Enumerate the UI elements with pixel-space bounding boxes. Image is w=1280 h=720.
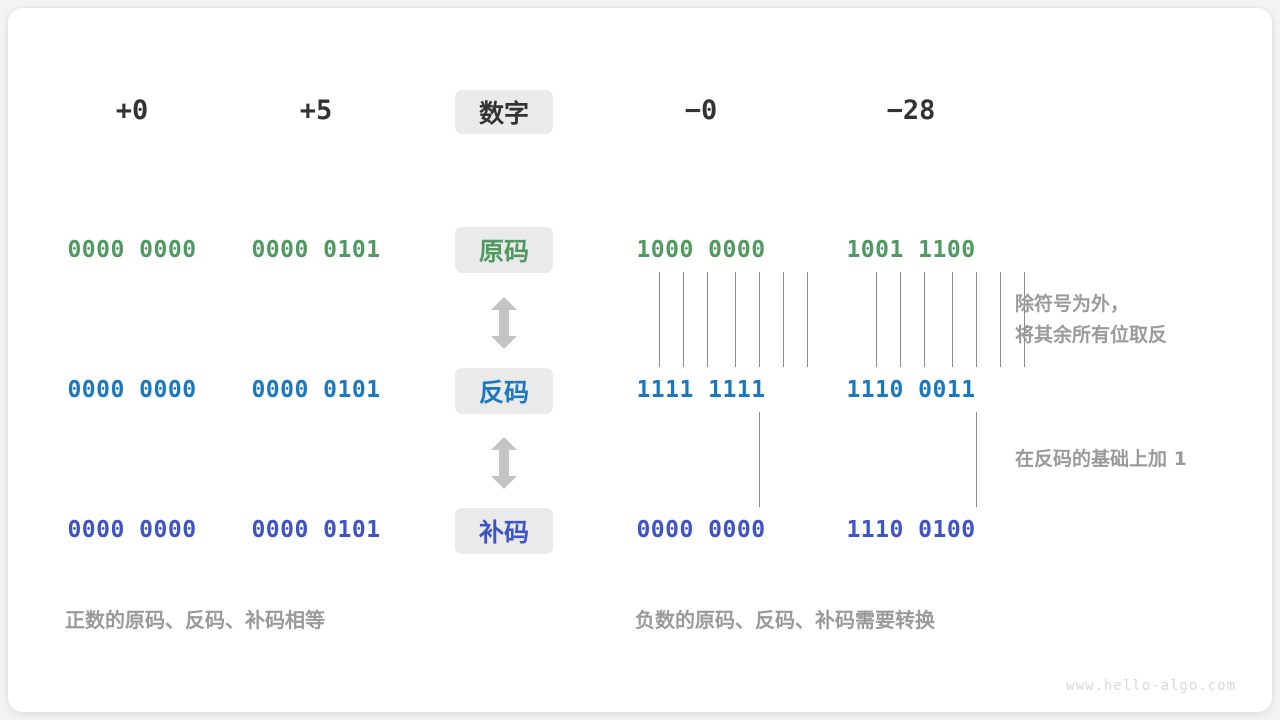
bit-connector (783, 272, 784, 367)
bits-twos-complement-minus0: 0000 0000 (636, 517, 766, 543)
column-header-plus0: +0 (115, 95, 149, 126)
bit-connector (1000, 272, 1001, 367)
bits-twos-complement-plus5: 0000 0101 (251, 517, 381, 543)
bits-ones-complement-plus5: 0000 0101 (251, 377, 381, 403)
watermark: www.hello-algo.com (1066, 678, 1236, 694)
bit-connector (1024, 272, 1025, 367)
note-invert-bits: 除符号为外， 将其余所有位取反 (1015, 293, 1168, 346)
bits-sign-magnitude-plus0: 0000 0000 (67, 237, 197, 263)
bits-twos-complement-plus0: 0000 0000 (67, 517, 197, 543)
bit-connector (924, 272, 925, 367)
arrow-head-up-icon (491, 437, 517, 450)
bit-connector (707, 272, 708, 367)
transform-arrow-ones-to-twos (491, 437, 517, 489)
bits-ones-complement-plus0: 0000 0000 (67, 377, 197, 403)
column-header-plus5: +5 (299, 95, 333, 126)
bits-sign-magnitude-minus0: 1000 0000 (636, 237, 766, 263)
note-add-one: 在反码的基础上加 1 (1015, 448, 1187, 470)
bit-connector (659, 272, 660, 367)
carry-connector (976, 412, 977, 507)
row-label-ones-complement: 反码 (455, 368, 553, 414)
row-label-header: 数字 (455, 90, 553, 134)
bit-connector (976, 272, 977, 367)
bits-ones-complement-minus28: 1110 0011 (846, 377, 976, 403)
bit-connector (759, 272, 760, 367)
carry-connector (759, 412, 760, 507)
caption-positive-numbers: 正数的原码、反码、补码相等 (65, 608, 325, 632)
arrow-head-down-icon (491, 476, 517, 489)
arrow-stem (499, 448, 509, 478)
bits-twos-complement-minus28: 1110 0100 (846, 517, 976, 543)
arrow-head-up-icon (491, 297, 517, 310)
bit-connector (876, 272, 877, 367)
bits-ones-complement-minus0: 1111 1111 (636, 377, 766, 403)
bit-connector (683, 272, 684, 367)
arrow-head-down-icon (491, 336, 517, 349)
row-label-sign-magnitude: 原码 (455, 227, 553, 273)
row-label-twos-complement: 补码 (455, 508, 553, 554)
bit-connector (807, 272, 808, 367)
bit-connector (900, 272, 901, 367)
diagram-card: +0 +5 数字 −0 −28 0000 0000 0000 0101 原码 1… (8, 8, 1272, 712)
bit-connector (952, 272, 953, 367)
column-header-minus0: −0 (684, 95, 718, 126)
transform-arrow-sign-to-ones (491, 297, 517, 349)
column-header-minus28: −28 (886, 95, 936, 126)
caption-negative-numbers: 负数的原码、反码、补码需要转换 (635, 608, 935, 632)
bits-sign-magnitude-plus5: 0000 0101 (251, 237, 381, 263)
bit-connector (735, 272, 736, 367)
arrow-stem (499, 308, 509, 338)
bits-sign-magnitude-minus28: 1001 1100 (846, 237, 976, 263)
